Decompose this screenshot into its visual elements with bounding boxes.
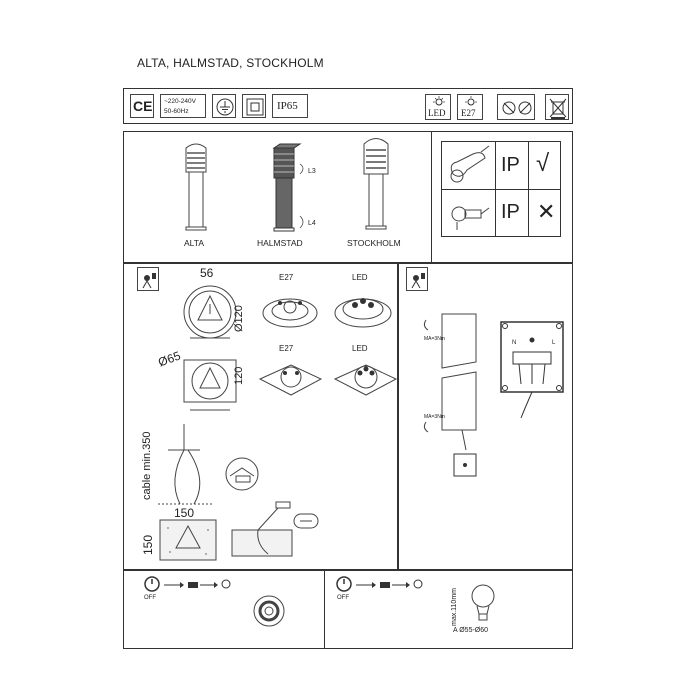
hand-tool-icon xyxy=(225,457,259,491)
ip-section xyxy=(431,131,573,263)
mounting-section xyxy=(123,263,398,570)
ip-row1-label: IP xyxy=(501,154,520,176)
stockholm-lamp-drawing xyxy=(363,138,389,230)
dim-120-round: Ø120 xyxy=(233,305,245,332)
bulb-insert-icon xyxy=(451,206,490,230)
wiring-section xyxy=(398,263,573,570)
model-label-alta: ALTA xyxy=(184,238,204,248)
hand-screwdriver-icon xyxy=(450,145,490,183)
electrician-icon-2 xyxy=(406,267,428,291)
concrete-mount-drawing xyxy=(231,501,319,557)
ground-icon xyxy=(212,94,236,118)
symbol-bar xyxy=(123,88,573,124)
off-label-left: OFF xyxy=(144,595,156,601)
led-square-base-drawing xyxy=(333,364,398,396)
e27-label-round: E27 xyxy=(279,273,294,282)
terminal-l-label: L xyxy=(552,340,556,346)
led-round-base-drawing xyxy=(334,298,392,328)
voltage-label: ~220-240V 50-60Hz xyxy=(160,94,206,118)
max-height-label: max.110mm xyxy=(451,588,458,626)
halmstad-lamp-drawing xyxy=(272,143,304,232)
e27-round-base-drawing xyxy=(262,298,318,328)
led-label-round: LED xyxy=(352,273,368,282)
pole-wiring-drawing xyxy=(423,313,477,451)
terminal-n-label: N xyxy=(512,340,517,346)
arrow-screwdriver-bulb-left xyxy=(164,579,231,589)
document-title: ALTA, HALMSTAD, STOCKHOLM xyxy=(137,56,324,70)
alta-lamp-drawing xyxy=(185,143,207,231)
led-icon: LED xyxy=(425,94,451,120)
power-off-icon-right xyxy=(336,576,352,592)
cable-min-label: cable min.350 xyxy=(141,431,153,501)
e27-icon: E27 xyxy=(457,94,483,120)
dim-l3: L3 xyxy=(308,168,316,175)
bulb-dimension-drawing xyxy=(471,584,495,621)
dim-56: 56 xyxy=(200,266,214,280)
dim-l4: L4 xyxy=(308,220,316,227)
terminal-box-drawing xyxy=(500,321,564,419)
torque-label-2: MA=3Nm xyxy=(424,414,445,420)
double-insulation-icon xyxy=(242,94,266,118)
led-label-square: LED xyxy=(352,344,368,353)
ip-rating: IP65 xyxy=(272,94,308,118)
dim-150-width: 150 xyxy=(174,506,195,520)
no-tools-icon xyxy=(497,94,535,120)
bulb-section xyxy=(123,570,573,649)
power-off-icon xyxy=(144,576,160,592)
base-plate-round-drawing xyxy=(183,285,237,339)
off-label-right: OFF xyxy=(337,595,349,601)
base-plate-square-drawing xyxy=(183,359,237,411)
electrician-icon xyxy=(137,267,159,291)
model-label-halmstad: HALMSTAD xyxy=(257,238,303,248)
ce-mark-icon: CE xyxy=(130,94,154,118)
cable-ground-drawing xyxy=(158,424,213,505)
dim-120-square: 120 xyxy=(233,366,245,385)
model-label-stockholm: STOCKHOLM xyxy=(347,238,401,248)
bulb-diameter-label: A Ø55-Ø60 xyxy=(453,627,489,634)
ip-row1-mark: √ xyxy=(536,150,550,177)
dim-150-height: 150 xyxy=(141,534,155,555)
junction-box-drawing xyxy=(453,453,477,477)
e27-label-square: E27 xyxy=(279,344,294,353)
lamp-cap-drawing xyxy=(253,595,285,627)
e27-square-base-drawing xyxy=(258,364,323,396)
ip-row2-label: IP xyxy=(501,201,520,223)
ip-row2-mark: ✕ xyxy=(537,199,556,224)
no-trash-icon xyxy=(545,94,569,120)
concrete-base-drawing xyxy=(159,519,217,561)
torque-label-1: MA=3Nm xyxy=(424,336,445,342)
arrow-screwdriver-bulb-right xyxy=(356,579,423,589)
